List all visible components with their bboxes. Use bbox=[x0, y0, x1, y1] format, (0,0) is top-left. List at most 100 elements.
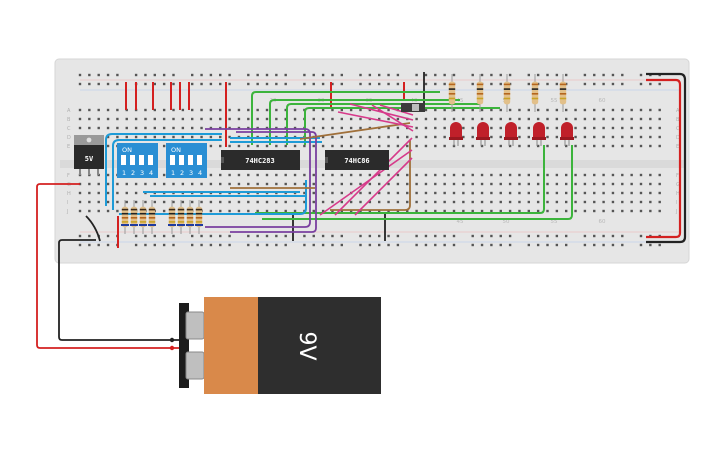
hole bbox=[396, 234, 400, 238]
hole bbox=[293, 108, 297, 112]
hole bbox=[331, 117, 334, 121]
hole bbox=[574, 126, 577, 130]
hole bbox=[649, 126, 652, 130]
resistor[interactable] bbox=[476, 81, 484, 105]
hole bbox=[265, 182, 269, 186]
column-number: 55 bbox=[551, 219, 558, 225]
hole bbox=[106, 108, 110, 112]
hole bbox=[97, 82, 100, 86]
hole bbox=[621, 182, 624, 186]
resistor[interactable] bbox=[121, 206, 129, 228]
hole bbox=[536, 108, 540, 112]
hole bbox=[219, 209, 222, 213]
hole bbox=[649, 209, 652, 213]
slide-switch[interactable] bbox=[401, 103, 425, 112]
resistor[interactable] bbox=[148, 206, 156, 228]
pink-wires[interactable] bbox=[319, 103, 414, 216]
hole bbox=[555, 73, 559, 77]
pulldown-resistors[interactable] bbox=[121, 200, 203, 234]
battery-leads[interactable] bbox=[36, 183, 182, 349]
led[interactable] bbox=[504, 122, 518, 146]
hole bbox=[611, 108, 615, 112]
resistor[interactable] bbox=[503, 81, 511, 105]
hole bbox=[378, 191, 381, 195]
hole bbox=[88, 182, 91, 186]
hole bbox=[144, 108, 147, 112]
dip-toggle[interactable] bbox=[179, 155, 184, 165]
dip-toggle[interactable] bbox=[139, 155, 144, 165]
dip-toggle[interactable] bbox=[148, 155, 153, 165]
hole bbox=[546, 209, 549, 213]
hole bbox=[574, 209, 577, 213]
column-number: 55 bbox=[551, 98, 558, 104]
resistor[interactable] bbox=[177, 206, 185, 228]
hole bbox=[583, 135, 587, 139]
hole bbox=[555, 200, 559, 204]
hole bbox=[424, 135, 428, 139]
led[interactable] bbox=[449, 122, 463, 146]
hole bbox=[536, 243, 540, 247]
hole bbox=[378, 82, 381, 86]
hole bbox=[321, 243, 325, 247]
green-wires[interactable] bbox=[251, 91, 573, 220]
hole bbox=[256, 108, 259, 112]
hole bbox=[256, 173, 259, 177]
dip-switch-2[interactable]: ON 1 2 3 4 bbox=[166, 143, 207, 178]
hole bbox=[293, 182, 297, 186]
hole bbox=[368, 173, 372, 177]
hole bbox=[649, 117, 652, 121]
dip-toggle[interactable] bbox=[197, 155, 202, 165]
voltage-regulator[interactable]: 5V bbox=[74, 135, 104, 175]
rail-jumper-wires[interactable] bbox=[646, 72, 687, 244]
resistor[interactable] bbox=[139, 206, 147, 228]
resistor[interactable] bbox=[168, 206, 176, 228]
dip-toggle[interactable] bbox=[121, 155, 126, 165]
hole bbox=[593, 135, 596, 139]
resistor[interactable] bbox=[559, 81, 567, 105]
led[interactable] bbox=[560, 122, 574, 146]
leds[interactable] bbox=[449, 122, 574, 146]
hole bbox=[471, 144, 474, 148]
hole bbox=[508, 191, 512, 195]
hole bbox=[200, 182, 203, 186]
led[interactable] bbox=[532, 122, 546, 146]
hole bbox=[536, 191, 540, 195]
hole bbox=[293, 173, 297, 177]
purple-wires[interactable] bbox=[205, 128, 317, 233]
chip-74hc86[interactable]: 74HC86 bbox=[325, 150, 389, 170]
dip-switch-1[interactable]: ON 1 2 3 4 bbox=[117, 143, 158, 178]
hole bbox=[490, 126, 493, 130]
hole bbox=[144, 200, 147, 204]
hole bbox=[649, 144, 652, 148]
chip-74hc283[interactable]: 74HC283 bbox=[221, 150, 300, 170]
led-resistors[interactable] bbox=[448, 74, 567, 112]
hole bbox=[181, 182, 185, 186]
hole bbox=[106, 243, 110, 247]
resistor[interactable] bbox=[186, 206, 194, 228]
row-letter: C bbox=[676, 126, 680, 132]
red-power-wires[interactable] bbox=[117, 82, 405, 248]
resistor[interactable] bbox=[195, 206, 203, 228]
resistor[interactable] bbox=[130, 206, 138, 228]
hole bbox=[209, 126, 213, 130]
hole bbox=[508, 234, 512, 238]
hole bbox=[275, 209, 278, 213]
hole bbox=[228, 82, 231, 86]
hole bbox=[406, 144, 409, 148]
hole bbox=[256, 200, 259, 204]
hole bbox=[153, 234, 156, 238]
hole bbox=[574, 191, 577, 195]
dip-toggle[interactable] bbox=[188, 155, 193, 165]
resistor[interactable] bbox=[531, 81, 539, 105]
hole bbox=[340, 135, 343, 139]
hole bbox=[247, 126, 250, 130]
dip-toggle[interactable] bbox=[170, 155, 175, 165]
hole bbox=[293, 126, 297, 130]
resistor[interactable] bbox=[448, 81, 456, 105]
led[interactable] bbox=[476, 122, 490, 146]
row-letter: H bbox=[67, 191, 71, 197]
brown-wires[interactable] bbox=[230, 122, 411, 211]
dip-toggle[interactable] bbox=[130, 155, 135, 165]
battery-9v[interactable]: 9V bbox=[169, 297, 381, 394]
row-letter: D bbox=[67, 135, 71, 141]
